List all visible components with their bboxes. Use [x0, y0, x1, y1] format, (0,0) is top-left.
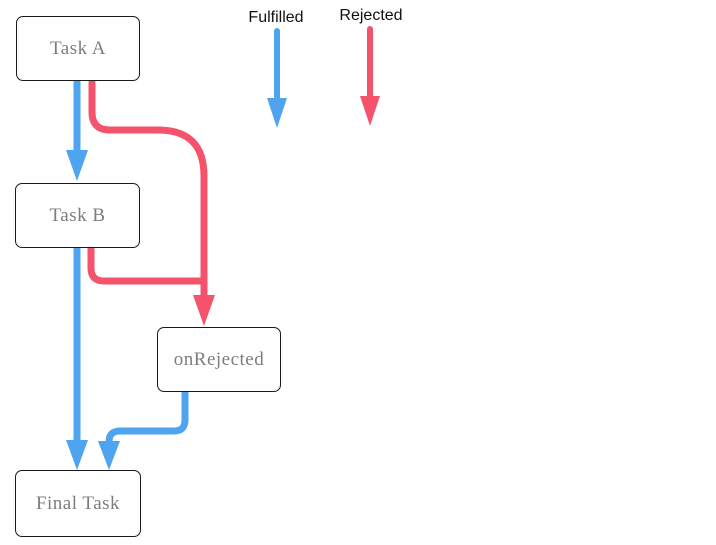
arrowhead-fulfilled [98, 441, 120, 470]
node-on-rejected-label: onRejected [173, 348, 265, 370]
edge-task-b-final-task-fulfilled [66, 245, 88, 470]
node-task-a-label: Task A [49, 37, 107, 59]
edge-task-a-on-rejected-rejected [88, 78, 215, 326]
node-task-b: Task B [15, 183, 140, 248]
arrowhead-fulfilled [66, 440, 88, 470]
legend-rejected-label: Rejected [339, 7, 403, 24]
node-task-b-label: Task B [49, 204, 106, 226]
arrowhead-rejected [193, 295, 215, 326]
edge-task-a-task-b-fulfilled [66, 78, 88, 181]
edge-task-b-on-rejected-rejected [87, 245, 208, 285]
legend-fulfilled-arrow [267, 28, 287, 128]
node-final-task-label: Final Task [35, 492, 121, 514]
arrowhead-fulfilled [267, 98, 287, 128]
legend-rejected-arrow [360, 26, 380, 126]
arrowhead-fulfilled [66, 150, 88, 181]
node-on-rejected: onRejected [157, 327, 281, 392]
node-final-task: Final Task [15, 470, 141, 537]
legend-fulfilled-label: Fulfilled [248, 9, 304, 26]
arrowhead-rejected [360, 96, 380, 126]
edge-on-rejected-final-task-fulfilled [98, 389, 189, 470]
node-task-a: Task A [16, 16, 140, 81]
